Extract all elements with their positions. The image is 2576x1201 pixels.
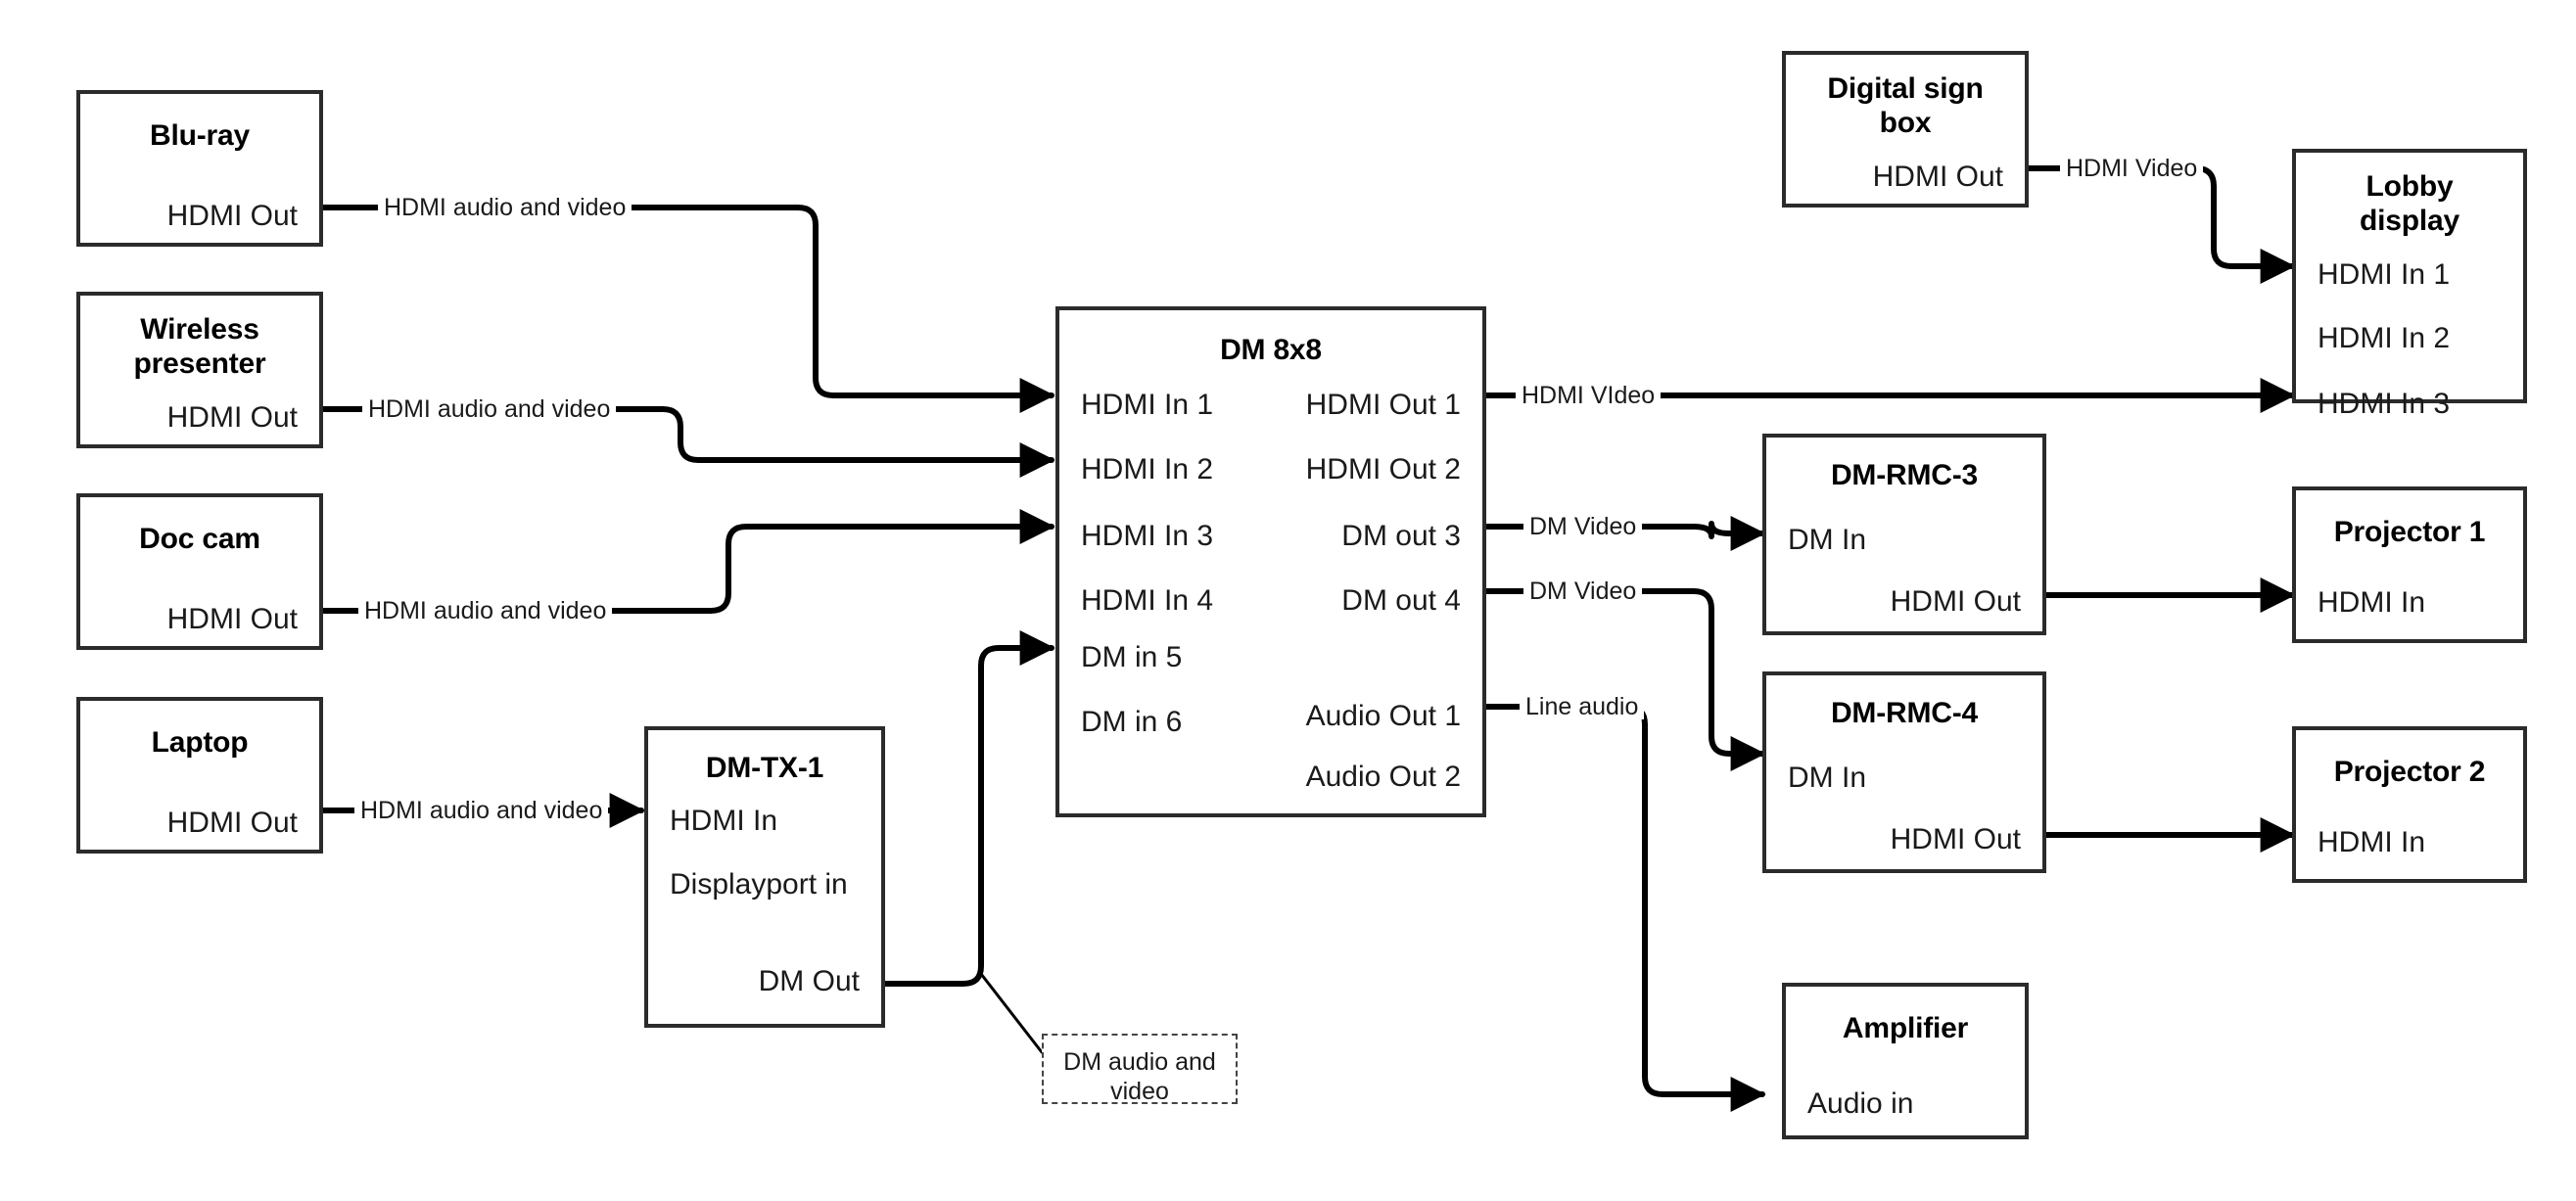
node-dm-8x8-output-audio-out-2: Audio Out 2 xyxy=(1305,761,1461,793)
node-digital-sign-box-title: Digital sign box xyxy=(1827,72,1984,139)
edge-label-bluray-to-dm-in1: HDMI audio and video xyxy=(378,196,632,220)
node-amplifier[interactable]: Amplifier Audio in xyxy=(1782,983,2029,1139)
node-lobby-display-input-hdmi-in-2: HDMI In 2 xyxy=(2318,322,2451,354)
node-dm-8x8-output-audio-out-1: Audio Out 1 xyxy=(1305,700,1461,732)
node-laptop[interactable]: Laptop HDMI Out xyxy=(76,697,323,854)
edge-label-sign-to-lobby: HDMI Video xyxy=(2060,157,2204,181)
wire-audioout1-to-amplifier xyxy=(1481,704,1766,1112)
node-dm-tx-1-title: DM-TX-1 xyxy=(705,752,824,784)
node-dm-8x8-input-hdmi-in-2: HDMI In 2 xyxy=(1081,453,1214,485)
node-dm-rmc-4-port-dm-in: DM In xyxy=(1788,762,1867,794)
node-doc-cam-port-hdmi-out: HDMI Out xyxy=(166,603,298,635)
edge-label-wireless-to-dm-in2: HDMI audio and video xyxy=(362,397,617,422)
node-dm-rmc-4[interactable]: DM-RMC-4 DM In HDMI Out xyxy=(1762,671,2046,873)
node-lobby-display-title: Lobby display xyxy=(2360,170,2459,237)
node-dm-8x8-title: DM 8x8 xyxy=(1220,334,1322,366)
node-lobby-display-input-hdmi-in-3: HDMI In 3 xyxy=(2318,388,2451,420)
node-dm-8x8-output-dm-out-4: DM out 4 xyxy=(1341,584,1461,617)
node-dm-rmc-3-title: DM-RMC-3 xyxy=(1830,459,1979,491)
node-dm-tx-1[interactable]: DM-TX-1 HDMI In Displayport in DM Out xyxy=(644,726,885,1028)
node-dm-rmc-4-title: DM-RMC-4 xyxy=(1830,697,1979,729)
node-projector-2[interactable]: Projector 2 HDMI In xyxy=(2292,726,2527,883)
node-bluray[interactable]: Blu-ray HDMI Out xyxy=(76,90,323,247)
node-projector-2-title: Projector 2 xyxy=(2333,756,2486,788)
node-lobby-display-input-hdmi-in-1: HDMI In 1 xyxy=(2318,258,2451,291)
edge-label-audioout1-to-amplifier: Line audio xyxy=(1520,695,1645,719)
wire-sign-to-lobby-in1 xyxy=(2026,165,2296,284)
node-dm-8x8-input-hdmi-in-4: HDMI In 4 xyxy=(1081,584,1214,617)
wire-bluray-to-dm-in1 xyxy=(320,205,1055,413)
node-lobby-display[interactable]: Lobby display HDMI In 1 HDMI In 2 HDMI I… xyxy=(2292,149,2527,419)
node-wireless-presenter-port-hdmi-out: HDMI Out xyxy=(166,401,298,434)
node-dm-8x8-output-dm-out-3: DM out 3 xyxy=(1341,520,1461,552)
edge-label-laptop-to-dmtx1: HDMI audio and video xyxy=(354,799,609,823)
node-digital-sign-box[interactable]: Digital sign box HDMI Out xyxy=(1782,51,2029,208)
node-dm-rmc-4-port-hdmi-out: HDMI Out xyxy=(1890,823,2021,855)
node-laptop-title: Laptop xyxy=(151,726,249,759)
node-wireless-presenter[interactable]: Wireless presenter HDMI Out xyxy=(76,292,323,448)
node-projector-1-port-hdmi-in: HDMI In xyxy=(2318,586,2426,619)
note-dm-audio-and-video: DM audio and video xyxy=(1042,1034,1238,1105)
node-dm-8x8-input-hdmi-in-3: HDMI In 3 xyxy=(1081,520,1214,552)
node-amplifier-title: Amplifier xyxy=(1842,1012,1969,1044)
node-dm-rmc-3-port-dm-in: DM In xyxy=(1788,524,1867,556)
node-projector-1-title: Projector 1 xyxy=(2333,516,2486,548)
node-projector-1[interactable]: Projector 1 HDMI In xyxy=(2292,486,2527,643)
node-amplifier-port-audio-in: Audio in xyxy=(1807,1087,1914,1120)
node-dm-rmc-3[interactable]: DM-RMC-3 DM In HDMI Out xyxy=(1762,434,2046,635)
node-dm-8x8[interactable]: DM 8x8 HDMI In 1 HDMI In 2 HDMI In 3 HDM… xyxy=(1055,306,1486,817)
edge-label-dmout4-to-rmc4: DM Video xyxy=(1523,579,1643,604)
node-dm-tx-1-port-hdmi-in: HDMI In xyxy=(670,805,778,837)
node-dm-8x8-output-hdmi-out-1: HDMI Out 1 xyxy=(1305,389,1461,421)
node-bluray-title: Blu-ray xyxy=(150,119,250,152)
node-laptop-port-hdmi-out: HDMI Out xyxy=(166,807,298,839)
node-wireless-presenter-title: Wireless presenter xyxy=(133,313,266,380)
edge-label-hdmiout1-to-lobby: HDMI VIdeo xyxy=(1516,384,1662,408)
node-digital-sign-box-port-hdmi-out: HDMI Out xyxy=(1872,161,2003,193)
edge-label-dmout3-to-rmc3: DM Video xyxy=(1523,515,1643,539)
node-projector-2-port-hdmi-in: HDMI In xyxy=(2318,826,2426,858)
wire-dm-out4-to-rmc4 xyxy=(1481,588,1766,771)
node-dm-8x8-output-hdmi-out-2: HDMI Out 2 xyxy=(1305,453,1461,485)
node-dm-tx-1-port-displayport-in: Displayport in xyxy=(670,868,848,901)
node-bluray-port-hdmi-out: HDMI Out xyxy=(166,200,298,232)
node-dm-8x8-input-dm-in-6: DM in 6 xyxy=(1081,706,1183,738)
node-doc-cam-title: Doc cam xyxy=(139,523,260,555)
edge-label-doccam-to-dm-in3: HDMI audio and video xyxy=(358,599,613,624)
wire-dmtx1-to-dm-in5 xyxy=(882,630,1055,987)
node-dm-8x8-input-dm-in-5: DM in 5 xyxy=(1081,641,1183,673)
leader-line-dm-audio-video xyxy=(979,972,1044,1054)
node-dm-tx-1-port-dm-out: DM Out xyxy=(758,965,860,997)
node-dm-rmc-3-port-hdmi-out: HDMI Out xyxy=(1890,585,2021,618)
node-dm-8x8-input-hdmi-in-1: HDMI In 1 xyxy=(1081,389,1214,421)
node-doc-cam[interactable]: Doc cam HDMI Out xyxy=(76,493,323,650)
